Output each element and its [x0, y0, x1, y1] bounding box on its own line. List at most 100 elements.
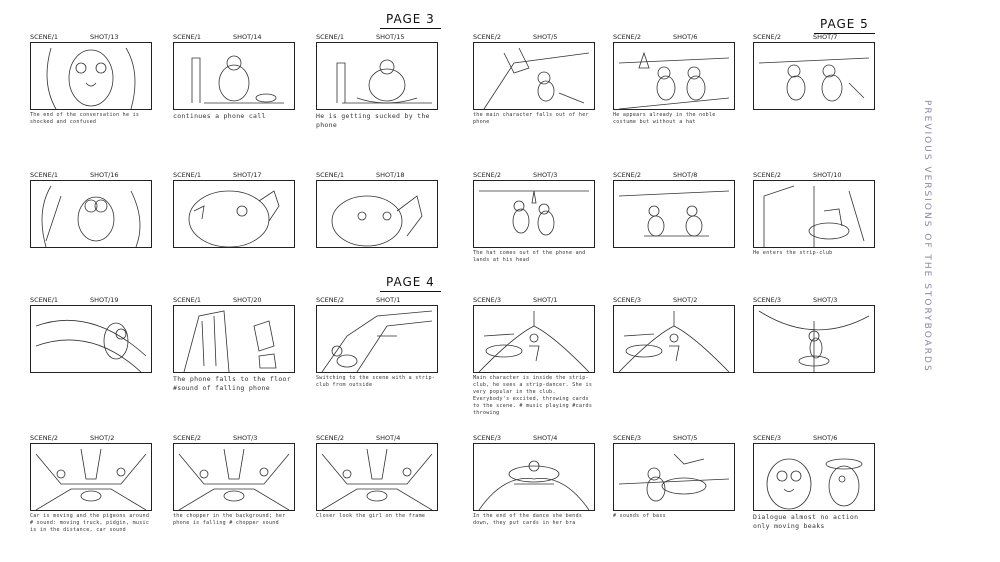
page-4-label: PAGE 4: [380, 275, 441, 292]
panel-caption: continues a phone call: [173, 112, 266, 120]
shot-label: SHOT/14: [233, 33, 262, 41]
scene-label: SCENE/3: [613, 434, 642, 442]
panel-header: SCENE/3 SHOT/3: [753, 296, 875, 306]
scene-label: SCENE/3: [473, 296, 502, 304]
panel-header: SCENE/2 SHOT/8: [613, 171, 735, 181]
panel-caption: Car is moving and the pigeons around # s…: [30, 513, 150, 533]
panel-header: SCENE/2 SHOT/10: [753, 171, 875, 181]
panel-caption: # sounds of bass: [613, 513, 666, 519]
shot-label: SHOT/1: [376, 296, 401, 304]
panel-header: SCENE/3 SHOT/4: [473, 434, 595, 444]
scene-label: SCENE/1: [173, 33, 202, 41]
panel-header: SCENE/3 SHOT/2: [613, 296, 735, 306]
page-5-label: PAGE 5: [814, 17, 875, 34]
shot-label: SHOT/4: [376, 434, 401, 442]
shot-label: SHOT/20: [233, 296, 262, 304]
panel-header: SCENE/1 SHOT/14: [173, 33, 295, 43]
scene-label: SCENE/3: [613, 296, 642, 304]
panel-caption: Switching to the scene with a strip-club…: [316, 375, 436, 388]
panel-sketch: [173, 42, 295, 110]
scene-label: SCENE/1: [30, 296, 59, 304]
shot-label: SHOT/18: [376, 171, 405, 179]
panel-sketch: [473, 305, 595, 373]
shot-label: SHOT/6: [673, 33, 698, 41]
panel-sketch: [753, 180, 875, 248]
panel-sketch: [613, 443, 735, 511]
panel-header: SCENE/1 SHOT/20: [173, 296, 295, 306]
scene-label: SCENE/2: [613, 171, 642, 179]
panel-caption: He appears already in the noble costume …: [613, 112, 716, 125]
scene-label: SCENE/3: [753, 434, 782, 442]
panel-header: SCENE/1 SHOT/18: [316, 171, 438, 181]
panel-header: SCENE/1 SHOT/16: [30, 171, 152, 181]
panel-sketch: [753, 443, 875, 511]
panel-sketch: [30, 42, 152, 110]
scene-label: SCENE/2: [316, 296, 345, 304]
shot-label: SHOT/6: [813, 434, 838, 442]
panel-sketch: [613, 305, 735, 373]
scene-label: SCENE/2: [473, 33, 502, 41]
panel-caption: In the end of the dance she bends down, …: [473, 513, 583, 526]
scene-label: SCENE/2: [173, 434, 202, 442]
panel-header: SCENE/2 SHOT/7: [753, 33, 875, 43]
shot-label: SHOT/17: [233, 171, 262, 179]
panel-sketch: [753, 305, 875, 373]
panel-sketch: [613, 42, 735, 110]
shot-label: SHOT/13: [90, 33, 119, 41]
panel-caption: The end of the conversation he is shocke…: [30, 112, 140, 125]
scene-label: SCENE/2: [753, 33, 782, 41]
scene-label: SCENE/3: [473, 434, 502, 442]
panel-sketch: [753, 42, 875, 110]
shot-label: SHOT/19: [90, 296, 119, 304]
shot-label: SHOT/5: [533, 33, 558, 41]
shot-label: SHOT/3: [813, 296, 838, 304]
panel-header: SCENE/2 SHOT/1: [316, 296, 438, 306]
panel-header: SCENE/2 SHOT/5: [473, 33, 595, 43]
shot-label: SHOT/1: [533, 296, 558, 304]
panel-sketch: [316, 180, 438, 248]
shot-label: SHOT/16: [90, 171, 119, 179]
panel-sketch: [30, 305, 152, 373]
panel-caption: Closer look the girl on the frame: [316, 513, 426, 519]
panel-caption: He enters the strip-club: [753, 250, 833, 256]
panel-header: SCENE/2 SHOT/6: [613, 33, 735, 43]
scene-label: SCENE/1: [173, 296, 202, 304]
shot-label: SHOT/3: [233, 434, 258, 442]
panel-header: SCENE/2 SHOT/3: [173, 434, 295, 444]
panel-sketch: [316, 42, 438, 110]
shot-label: SHOT/7: [813, 33, 838, 41]
panel-caption: The hat comes out of the phone and lands…: [473, 250, 586, 263]
scene-label: SCENE/1: [316, 171, 345, 179]
shot-label: SHOT/10: [813, 171, 842, 179]
scene-label: SCENE/2: [316, 434, 345, 442]
scene-label: SCENE/2: [753, 171, 782, 179]
scene-label: SCENE/1: [316, 33, 345, 41]
page-3-label: PAGE 3: [380, 12, 441, 29]
scene-label: SCENE/2: [473, 171, 502, 179]
shot-label: SHOT/2: [673, 296, 698, 304]
shot-label: SHOT/2: [90, 434, 115, 442]
panel-caption: The phone falls to the floor #sound of f…: [173, 375, 291, 392]
panel-sketch: [30, 180, 152, 248]
scene-label: SCENE/3: [753, 296, 782, 304]
panel-caption: He is getting sucked by the phone: [316, 112, 430, 129]
scene-label: SCENE/2: [613, 33, 642, 41]
shot-label: SHOT/8: [673, 171, 698, 179]
panel-sketch: [613, 180, 735, 248]
panel-header: SCENE/2 SHOT/4: [316, 434, 438, 444]
scene-label: SCENE/1: [30, 171, 59, 179]
panel-header: SCENE/1 SHOT/19: [30, 296, 152, 306]
shot-label: SHOT/5: [673, 434, 698, 442]
panel-caption: Main character is inside the strip-club,…: [473, 375, 593, 416]
side-title: PREVIOUS VERSIONS OF THE STORYBOARDS: [922, 100, 932, 373]
panel-header: SCENE/3 SHOT/1: [473, 296, 595, 306]
panel-sketch: [173, 180, 295, 248]
shot-label: SHOT/4: [533, 434, 558, 442]
panel-sketch: [30, 443, 152, 511]
panel-sketch: [473, 443, 595, 511]
